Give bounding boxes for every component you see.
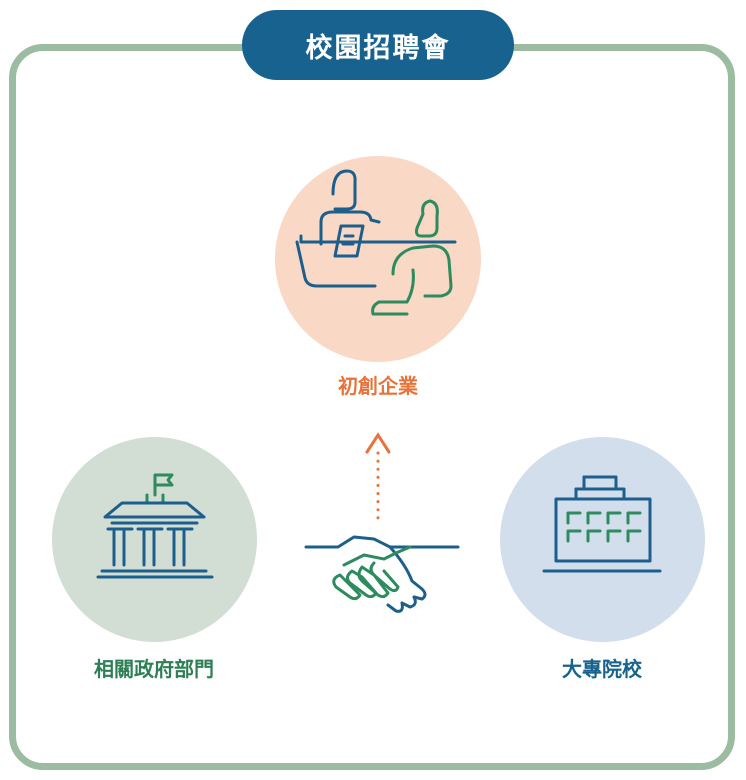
dotted-up-arrow-icon: [365, 432, 391, 522]
startup-label: 初創企業: [338, 374, 418, 398]
campus-building-icon: [542, 475, 662, 573]
interview-icon: [295, 169, 457, 316]
university-circle: [500, 437, 705, 642]
government-building-icon: [96, 473, 214, 579]
government-label: 相關政府部門: [94, 657, 214, 681]
startup-circle: [275, 156, 481, 362]
diagram-title: 校園招聘會: [242, 10, 514, 80]
university-label: 大專院校: [562, 657, 642, 681]
handshake-icon: [304, 535, 460, 613]
